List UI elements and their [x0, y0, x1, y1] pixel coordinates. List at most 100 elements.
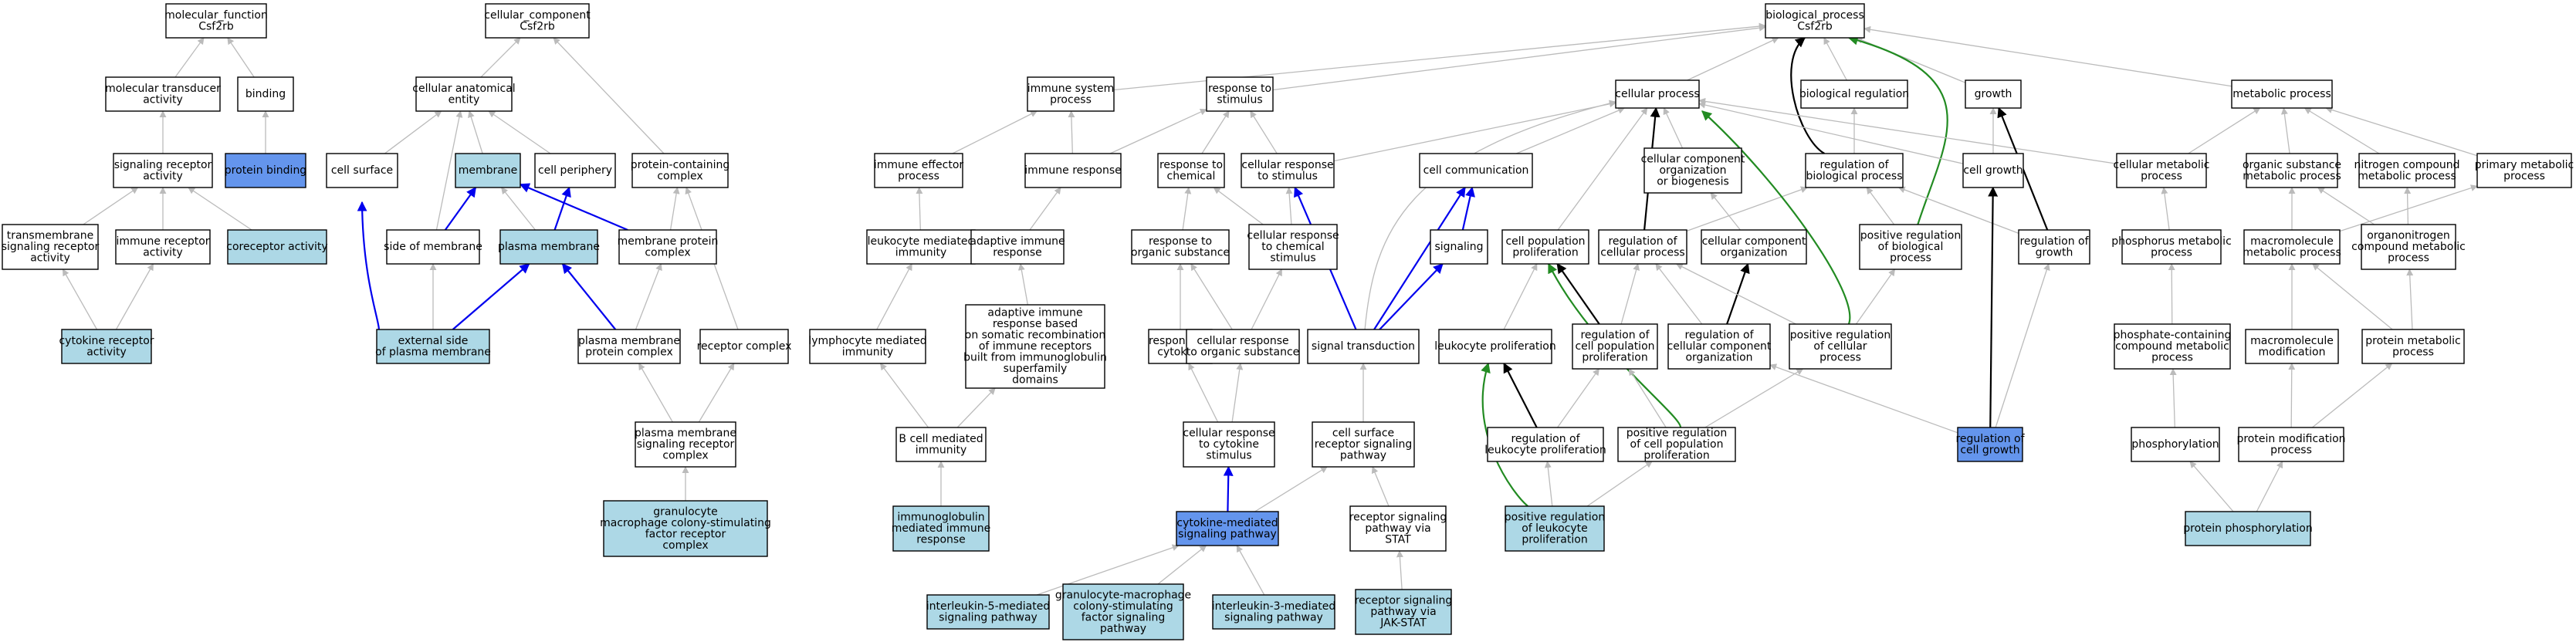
node-box [2231, 79, 2333, 109]
node-label-line: immunity [842, 346, 894, 358]
node-label-line: receptor complex [697, 340, 792, 353]
node-breg[interactable]: biological regulation [1799, 79, 1909, 109]
node-box [1212, 594, 1335, 630]
node-cper[interactable]: cell periphery [534, 153, 616, 188]
node-box [2, 224, 99, 270]
node-box [1962, 153, 2024, 188]
edge-prcp-to-cp [1701, 110, 1851, 325]
node-st[interactable]: signal transduction [1307, 329, 1420, 364]
node-gmcsfsp[interactable]: granulocyte-macrophagecolony-stimulating… [1055, 583, 1191, 640]
node-mem[interactable]: membrane [455, 153, 521, 188]
node-cra[interactable]: coreceptor activity [226, 229, 328, 265]
edge-crtos-to-crtcs [1251, 269, 1282, 330]
node-pm[interactable]: plasma membrane [498, 229, 600, 265]
edge-mmp-to-pmp [2339, 184, 2478, 232]
node-cs[interactable]: cell surface [326, 153, 398, 188]
node-ir[interactable]: immune response [1024, 153, 1122, 188]
node-box [1430, 229, 1488, 265]
node-pb[interactable]: protein binding [225, 153, 306, 188]
node-cg[interactable]: cell growth [1962, 153, 2024, 188]
node-phos[interactable]: phosphorylation [2131, 427, 2220, 462]
node-label-line: immune effector [874, 159, 964, 171]
node-label-line: leukocyte mediated [868, 235, 975, 248]
node-growth[interactable]: growth [1965, 79, 2022, 109]
node-binding[interactable]: binding [237, 76, 294, 112]
node-ccom[interactable]: cell communication [1419, 153, 1533, 188]
edge-prlp-to-rlp [1544, 461, 1553, 507]
node-mp[interactable]: metabolic process [2231, 79, 2333, 109]
node-label-line: complex [662, 539, 708, 552]
node-cp[interactable]: cellular process [1615, 79, 1700, 109]
node-pphos[interactable]: protein phosphorylation [2183, 511, 2313, 546]
node-box [1183, 421, 1275, 468]
node-sig[interactable]: signaling [1430, 229, 1488, 265]
node-rc[interactable]: receptor complex [697, 329, 792, 364]
node-box [1186, 329, 1300, 364]
node-label-line: of plasma membrane [375, 346, 491, 358]
node-lp[interactable]: leukocyte proliferation [1434, 329, 1556, 364]
node-som[interactable]: side of membrane [384, 229, 482, 265]
